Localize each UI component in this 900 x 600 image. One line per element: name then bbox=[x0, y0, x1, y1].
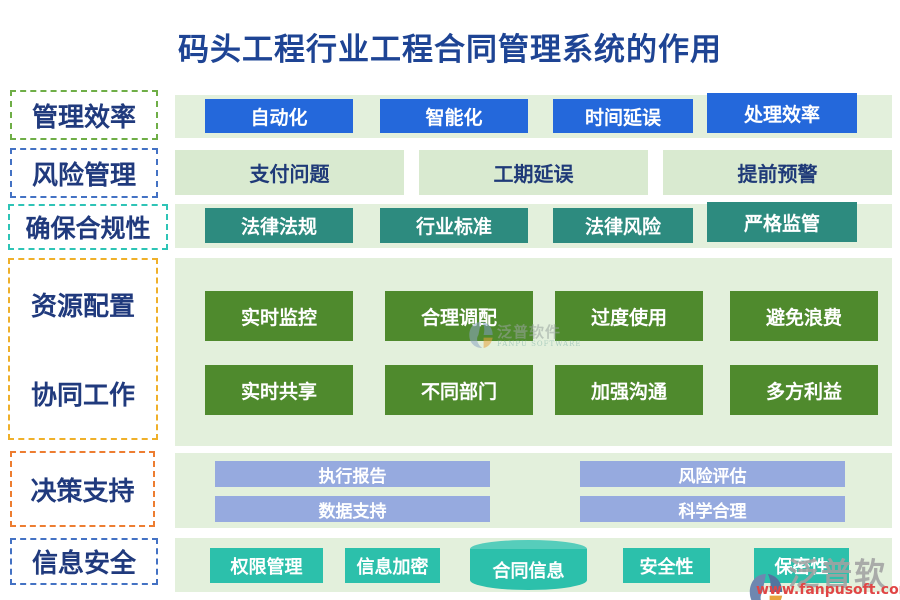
tag-button: 智能化 bbox=[380, 99, 528, 133]
tag-button: 避免浪费 bbox=[730, 291, 878, 341]
sidebar-label: 确保合规性 bbox=[25, 214, 151, 243]
tag-button: 安全性 bbox=[623, 548, 710, 583]
tag-button: 权限管理 bbox=[210, 548, 323, 583]
section-row-management-efficiency: 自动化 智能化 时间延误 处理效率 bbox=[175, 93, 892, 138]
sidebar-item-information-security: 信息安全 bbox=[10, 538, 158, 585]
tag-cell: 支付问题 bbox=[175, 150, 404, 195]
section-row-decision-support: 执行报告 风险评估 数据支持 科学合理 bbox=[175, 453, 892, 528]
tag-cell: 工期延误 bbox=[419, 150, 648, 195]
sidebar-item-compliance: 确保合规性 bbox=[8, 204, 168, 250]
tag-button: 自动化 bbox=[205, 99, 353, 133]
watermark-bottom-right: 泛普软件 bbox=[748, 549, 900, 600]
sidebar-item-resource-and-collaboration: 资源配置 协同工作 bbox=[8, 258, 158, 440]
tag-bar: 科学合理 bbox=[580, 496, 845, 522]
tag-button: 实时监控 bbox=[205, 291, 353, 341]
database-cylinder: 合同信息 bbox=[470, 549, 587, 590]
page-title: 码头工程行业工程合同管理系统的作用 bbox=[178, 32, 722, 68]
tag-cell: 提前预警 bbox=[663, 150, 892, 195]
sidebar-label: 决策支持 bbox=[30, 476, 135, 507]
watermark-brand: 泛普软件 bbox=[788, 557, 887, 593]
tag-button: 加强沟通 bbox=[555, 365, 703, 415]
tag-button: 法律法规 bbox=[205, 208, 353, 243]
sidebar-label: 风险管理 bbox=[31, 160, 136, 191]
tag-button: 信息加密 bbox=[345, 548, 440, 583]
tag-button: 不同部门 bbox=[385, 365, 533, 415]
section-row-risk-management: 支付问题 工期延误 提前预警 bbox=[175, 150, 892, 195]
fanpu-logo-icon bbox=[748, 572, 784, 600]
watermark-url: www.fanpusoft.com bbox=[756, 582, 900, 598]
tag-button: 实时共享 bbox=[205, 365, 353, 415]
sidebar-label: 管理效率 bbox=[31, 102, 136, 133]
sidebar-label: 资源配置 bbox=[30, 292, 135, 322]
section-row-resource-and-collaboration: 实时监控 合理调配 过度使用 避免浪费 实时共享 不同部门 加强沟通 多方利益 bbox=[175, 258, 892, 446]
watermark-brand: 泛普软件 bbox=[497, 323, 562, 342]
watermark-center: 泛普软件 FANPU SOFTWARE bbox=[468, 320, 581, 354]
tag-button: 严格监管 bbox=[707, 202, 857, 242]
sidebar-item-management-efficiency: 管理效率 bbox=[10, 90, 158, 140]
tag-button: 过度使用 bbox=[555, 291, 703, 341]
tag-button: 多方利益 bbox=[730, 365, 878, 415]
tag-bar: 数据支持 bbox=[215, 496, 490, 522]
sidebar-label: 信息安全 bbox=[31, 549, 136, 579]
tag-button: 处理效率 bbox=[707, 93, 857, 133]
tag-button: 合理调配 bbox=[385, 291, 533, 341]
tag-bar: 风险评估 bbox=[580, 461, 845, 487]
fanpu-logo-icon bbox=[468, 320, 494, 354]
sidebar-item-risk-management: 风险管理 bbox=[10, 148, 158, 198]
tag-button: 时间延误 bbox=[553, 99, 693, 133]
sidebar-item-decision-support: 决策支持 bbox=[10, 451, 155, 527]
tag-bar: 执行报告 bbox=[215, 461, 490, 487]
sidebar-label: 协同工作 bbox=[30, 381, 135, 411]
section-row-compliance: 法律法规 行业标准 法律风险 严格监管 bbox=[175, 202, 892, 248]
watermark-brand-sub: FANPU SOFTWARE bbox=[497, 340, 582, 349]
tag-button: 法律风险 bbox=[553, 208, 693, 243]
tag-button: 行业标准 bbox=[380, 208, 528, 243]
